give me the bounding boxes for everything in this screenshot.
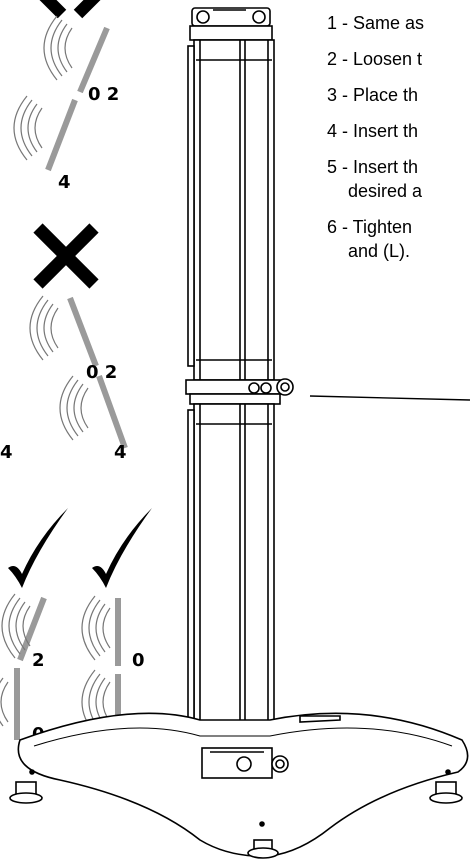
sound-waves-icon — [29, 295, 59, 361]
lower-bracket — [201, 747, 289, 779]
angle-label: 0 2 — [86, 362, 117, 383]
speaker-bar — [77, 26, 110, 94]
sound-waves-icon — [0, 669, 9, 735]
angle-label: 2 — [32, 650, 45, 671]
step-2: 2 - Loosen t — [327, 49, 423, 69]
angle-label: 4 — [114, 442, 127, 463]
foot — [9, 781, 43, 804]
speaker-bar — [17, 596, 47, 662]
diagram-3: 2 0 — [0, 508, 68, 745]
diagram-1: 0 2 4 — [13, 0, 119, 193]
step-5-continued: desired a — [348, 181, 423, 201]
angle-label: 4 — [0, 442, 13, 463]
step-6-continued: and (L). — [348, 241, 411, 261]
step-4: 4 - Insert th — [327, 121, 419, 141]
upper-speaker-module — [187, 39, 275, 381]
foot — [429, 781, 463, 804]
angle-label: 4 — [58, 172, 71, 193]
step-5: 5 - Insert th — [327, 157, 419, 177]
checkmark-icon — [92, 508, 152, 588]
speaker-bar — [96, 374, 128, 450]
speaker-bar — [45, 98, 78, 172]
foot — [247, 839, 279, 859]
sound-waves-icon — [13, 95, 43, 161]
sound-waves-icon — [59, 375, 89, 441]
cross-mark-icon — [33, 223, 99, 289]
column-speaker — [185, 7, 471, 835]
stand-base — [9, 712, 469, 859]
callout-line — [309, 395, 471, 401]
middle-joint — [185, 378, 294, 405]
checkmark-icon — [8, 508, 68, 588]
step-3: 3 - Place th — [327, 85, 419, 105]
diagram-2: 0 2 4 4 — [0, 223, 128, 463]
diagram-4: 0 0 — [81, 508, 152, 745]
angle-label: 0 2 — [88, 84, 119, 105]
speaker-bar — [67, 296, 99, 368]
sound-waves-icon — [81, 595, 111, 661]
step-6: 6 - Tighten — [327, 217, 413, 237]
step-1: 1 - Same as — [327, 13, 425, 33]
angle-label: 0 — [132, 650, 145, 671]
sound-waves-icon — [43, 15, 73, 81]
cross-mark-icon — [39, 0, 101, 19]
top-bracket — [189, 7, 273, 41]
